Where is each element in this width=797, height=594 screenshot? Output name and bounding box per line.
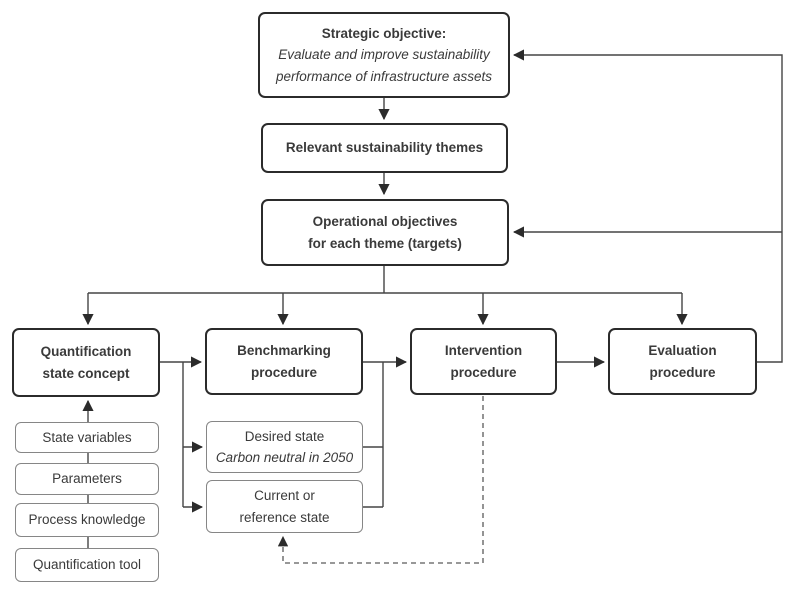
node-strategic-heading: Strategic objective:: [321, 26, 447, 41]
node-strategic-line2: performance of infrastructure assets: [275, 68, 493, 84]
dashed-arrow-intervention-to-current-state: [277, 396, 484, 564]
node-quantification-line2: state concept: [42, 365, 130, 381]
node-quantification-tool-label: Quantification tool: [32, 557, 142, 573]
node-process-knowledge-label: Process knowledge: [28, 512, 146, 528]
node-evaluation-line1: Evaluation: [648, 343, 717, 359]
node-current-line1: Current or: [254, 488, 315, 504]
node-benchmarking-line2: procedure: [250, 364, 318, 380]
node-benchmarking-procedure: Benchmarking procedure: [205, 328, 363, 395]
node-state-variables: State variables: [15, 422, 159, 453]
node-quantification-tool: Quantification tool: [15, 548, 159, 582]
node-operational-objectives: Operational objectives for each theme (t…: [261, 199, 509, 266]
node-desired-line1: Desired state: [244, 428, 325, 444]
node-operational-line2: for each theme (targets): [308, 235, 462, 251]
node-sustainability-themes: Relevant sustainability themes: [261, 123, 508, 173]
node-strategic-line1: Evaluate and improve sustainability: [278, 47, 490, 63]
node-current-state: Current or reference state: [206, 480, 363, 533]
node-parameters-label: Parameters: [52, 471, 122, 487]
node-strategic-objective: Strategic objective: Evaluate and improv…: [258, 12, 510, 98]
node-quantification-line1: Quantification: [40, 344, 132, 360]
node-quantification-state-concept: Quantification state concept: [12, 328, 160, 397]
node-parameters: Parameters: [15, 463, 159, 495]
node-desired-state: Desired state Carbon neutral in 2050: [206, 421, 363, 473]
node-state-variables-label: State variables: [42, 429, 132, 445]
node-process-knowledge: Process knowledge: [15, 503, 159, 537]
node-intervention-line2: procedure: [450, 364, 517, 380]
node-intervention-line1: Intervention: [444, 343, 523, 359]
node-evaluation-procedure: Evaluation procedure: [608, 328, 757, 395]
node-current-line2: reference state: [239, 509, 330, 525]
node-themes-label: Relevant sustainability themes: [285, 140, 484, 156]
node-benchmarking-line1: Benchmarking: [237, 343, 331, 359]
node-evaluation-line2: procedure: [649, 364, 716, 380]
arrow-feedback-to-strategic: [512, 49, 783, 363]
node-intervention-procedure: Intervention procedure: [410, 328, 557, 395]
node-desired-line2: Carbon neutral in 2050: [215, 450, 354, 465]
node-operational-line1: Operational objectives: [312, 214, 458, 230]
